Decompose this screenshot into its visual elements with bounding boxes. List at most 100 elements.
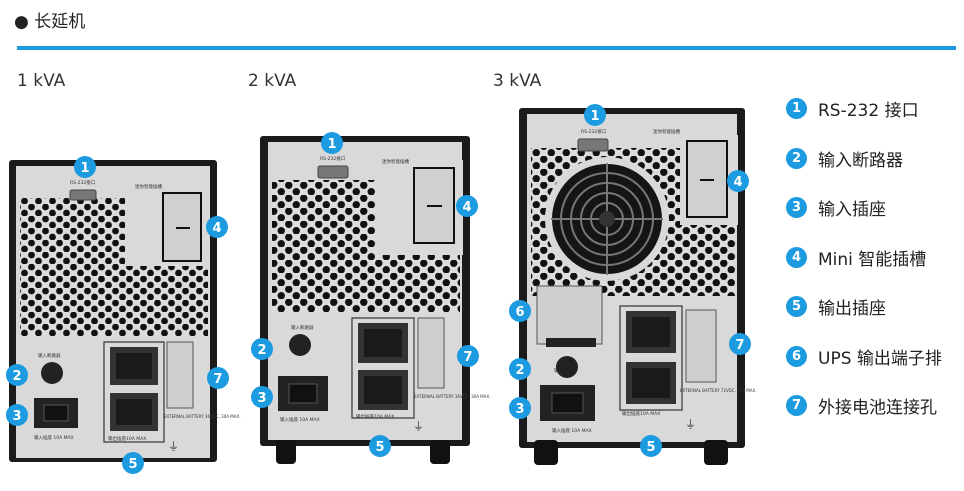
callout-2-2kva: 2 xyxy=(251,338,273,360)
svg-text:1: 1 xyxy=(327,137,336,152)
callout-7-1kva: 7 xyxy=(207,367,229,389)
svg-text:7: 7 xyxy=(735,338,744,353)
battery-text-1kva: EXTERNAL BATTERY 36VDC, 30A MAX. xyxy=(164,414,240,419)
callout-1-3kva: 1 xyxy=(584,104,606,126)
slot-text-3kva: 迷你智能插槽 xyxy=(653,128,680,135)
callout-4-2kva: 4 xyxy=(456,195,478,217)
legend-label: Mini 智能插槽 xyxy=(818,250,927,270)
rs232-port-2kva xyxy=(317,165,349,179)
svg-text:3: 3 xyxy=(12,409,21,424)
callout-4-3kva: 4 xyxy=(727,170,749,192)
ups-2kva: RS-232接口 迷你智能插槽 输入断路器 输入插座 10A MAX 输出插座1… xyxy=(260,136,490,464)
foot-3kva-left xyxy=(534,440,558,465)
legend-badge: 7 xyxy=(786,395,807,416)
legend-badge: 5 xyxy=(786,296,807,317)
callout-2-1kva: 2 xyxy=(6,364,28,386)
foot-2kva-left xyxy=(276,440,296,464)
svg-text:2: 2 xyxy=(12,369,21,384)
svg-text:4: 4 xyxy=(733,175,742,190)
input-breaker-2kva xyxy=(289,334,311,356)
callout-3-3kva: 3 xyxy=(509,397,531,419)
battery-text-2kva: EXTERNAL BATTERY 36VDC, 30A MAX. xyxy=(414,394,490,399)
slot-text-1kva: 迷你智能插槽 xyxy=(135,183,162,190)
svg-text:4: 4 xyxy=(212,221,221,236)
callout-5-1kva: 5 xyxy=(122,452,144,474)
input-socket-text-3kva: 输入插座 10A MAX xyxy=(552,427,592,434)
callout-2-3kva: 2 xyxy=(509,358,531,380)
breaker-text-2kva: 输入断路器 xyxy=(291,324,314,331)
callout-7-3kva: 7 xyxy=(729,333,751,355)
output-box-1kva xyxy=(103,341,165,443)
slot-text-2kva: 迷你智能插槽 xyxy=(382,158,409,165)
foot-3kva-right xyxy=(704,440,728,465)
foot-2kva-right xyxy=(430,440,450,464)
model-label-3kva: 3 kVA xyxy=(493,71,542,91)
rs232-text-2kva: RS-232接口 xyxy=(320,155,345,162)
legend-label: UPS 输出端子排 xyxy=(818,349,942,369)
legend-item-input-socket: 3 输入插座 xyxy=(786,195,886,220)
callout-3-1kva: 3 xyxy=(6,404,28,426)
svg-text:1: 1 xyxy=(80,161,89,176)
svg-text:7: 7 xyxy=(213,372,222,387)
svg-text:7: 7 xyxy=(463,350,472,365)
svg-text:2: 2 xyxy=(257,343,266,358)
legend-badge: 2 xyxy=(786,148,807,169)
ground-icon-2kva: ⏚ xyxy=(413,420,424,433)
rs232-text-3kva: RS-232接口 xyxy=(581,128,606,135)
battery-port-2kva xyxy=(417,317,445,389)
legend-label: 输入插座 xyxy=(818,200,886,220)
legend-item-input-breaker: 2 输入断路器 xyxy=(786,146,903,171)
battery-text-3kva: EXTERNAL BATTERY 72VDC, 30A MAX. xyxy=(680,388,756,393)
legend-label: 外接电池连接孔 xyxy=(818,398,937,418)
legend-badge: 3 xyxy=(786,197,807,218)
input-socket-text-2kva: 输入插座 10A MAX xyxy=(280,416,320,423)
input-breaker-1kva xyxy=(41,362,63,384)
svg-text:5: 5 xyxy=(128,457,137,472)
callout-1-2kva: 1 xyxy=(321,132,343,154)
model-label-1kva: 1 kVA xyxy=(17,71,66,91)
legend-badge: 1 xyxy=(786,98,807,119)
svg-text:3: 3 xyxy=(257,391,266,406)
callout-5-2kva: 5 xyxy=(369,435,391,457)
output-socket-text-3kva: 输出插座10A MAX xyxy=(622,410,660,417)
output-box-2kva xyxy=(351,317,415,419)
battery-port-3kva xyxy=(685,309,717,383)
input-breaker-3kva xyxy=(556,356,578,378)
legend-item-battery-port: 7 外接电池连接孔 xyxy=(786,393,937,418)
header-divider xyxy=(17,46,956,50)
callout-6-3kva: 6 xyxy=(509,300,531,322)
ups-3kva: RS-232接口 迷你智能插槽 输入断路器 输入插座 10A MAX 输出插座1… xyxy=(519,108,756,465)
legend-item-output-terminal: 6 UPS 输出端子排 xyxy=(786,344,942,369)
svg-text:5: 5 xyxy=(646,440,655,455)
rs232-port-1kva xyxy=(69,189,97,201)
legend-item-rs232: 1 RS-232 接口 xyxy=(786,96,919,121)
callout-7-2kva: 7 xyxy=(457,345,479,367)
callout-4-1kva: 4 xyxy=(206,216,228,238)
svg-text:5: 5 xyxy=(375,440,384,455)
legend-item-output-socket: 5 输出插座 xyxy=(786,294,886,319)
legend-label: 输出插座 xyxy=(818,299,886,319)
legend-item-smart-slot: 4 Mini 智能插槽 xyxy=(786,245,926,270)
legend-label: 输入断路器 xyxy=(818,151,903,171)
section-title: ● 长延机 xyxy=(14,12,86,32)
legend-label: RS-232 接口 xyxy=(818,101,919,121)
callout-3-2kva: 3 xyxy=(251,386,273,408)
output-socket-text-1kva: 输出插座10A MAX xyxy=(108,435,146,442)
svg-text:2: 2 xyxy=(515,363,524,378)
ups-1kva: RS-232接口 迷你智能插槽 输入断路器 输入插座 10A MAX 输出插座1… xyxy=(9,160,240,462)
output-box-3kva xyxy=(619,305,683,411)
model-label-2kva: 2 kVA xyxy=(248,71,297,91)
legend-badge: 4 xyxy=(786,247,807,268)
rs232-port-3kva xyxy=(577,138,609,152)
input-socket-text-1kva: 输入插座 10A MAX xyxy=(34,434,74,441)
ground-icon-3kva: ⏚ xyxy=(685,418,696,431)
legend-badge: 6 xyxy=(786,346,807,367)
callout-1-1kva: 1 xyxy=(74,156,96,178)
svg-text:6: 6 xyxy=(515,305,524,320)
output-socket-text-2kva: 输出插座10A MAX xyxy=(356,413,394,420)
ups-output-terminal-block-3kva xyxy=(536,285,603,345)
callout-5-3kva: 5 xyxy=(640,435,662,457)
svg-text:1: 1 xyxy=(590,109,599,124)
svg-text:3: 3 xyxy=(515,402,524,417)
